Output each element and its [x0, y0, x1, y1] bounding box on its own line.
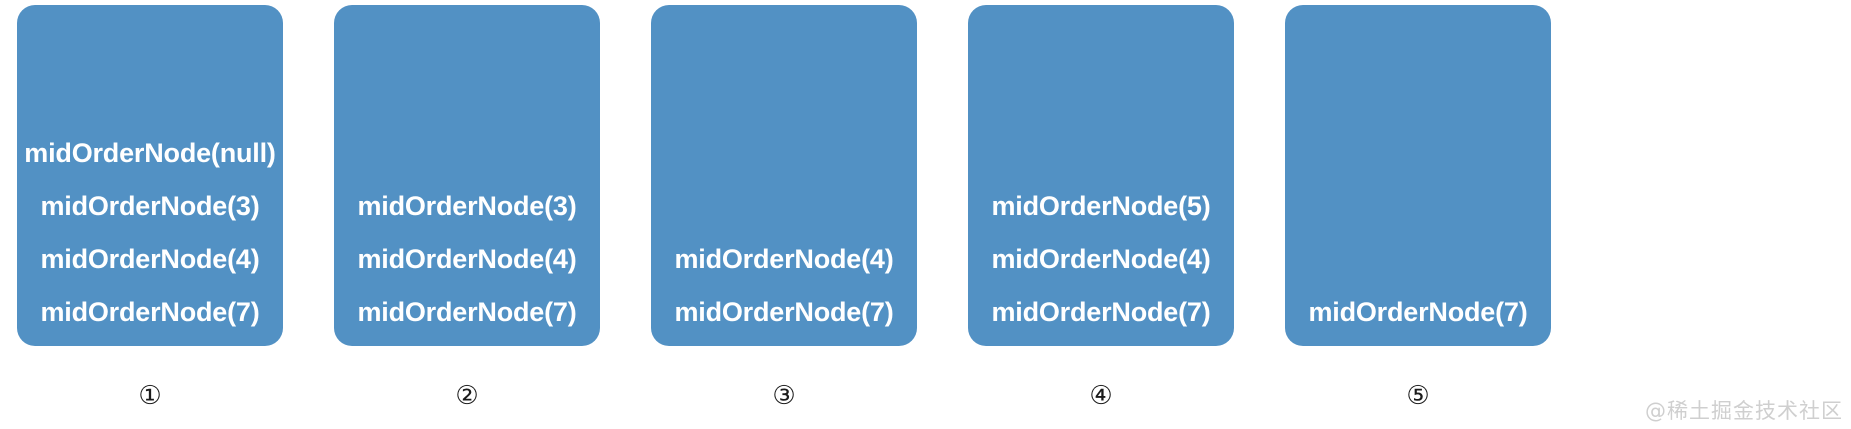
step-column-2: midOrderNode(3) midOrderNode(4) midOrderNo…: [334, 0, 600, 429]
stack-frame-label: midOrderNode(3): [40, 191, 260, 221]
stack-frame-label: midOrderNode(null): [24, 138, 276, 168]
step-column-1: midOrderNode(null) midOrderNode(3) midOrde…: [17, 0, 283, 429]
step-number-label: ②: [455, 381, 479, 411]
call-stack-box: midOrderNode(5) midOrderNode(4) midOrderNo…: [968, 5, 1234, 346]
stack-frame-label: midOrderNode(7): [40, 297, 260, 327]
stack-frame-label: midOrderNode(5): [991, 191, 1211, 221]
step-number-label: ③: [772, 381, 796, 411]
watermark-text: @稀土掘金技术社区: [1645, 399, 1843, 423]
stack-frame-label: midOrderNode(4): [674, 244, 894, 274]
stack-frame-label: midOrderNode(3): [357, 191, 577, 221]
step-column-3: midOrderNode(4) midOrderNode(7) ③: [651, 0, 917, 429]
step-number-label: ④: [1089, 381, 1113, 411]
stack-frame-label: midOrderNode(7): [1308, 297, 1528, 327]
step-column-5: midOrderNode(7) ⑤: [1285, 0, 1551, 429]
stack-frame-label: midOrderNode(4): [357, 244, 577, 274]
call-stack-box: midOrderNode(null) midOrderNode(3) midOrde…: [17, 5, 283, 346]
stack-frame-label: midOrderNode(7): [991, 297, 1211, 327]
call-stack-box: midOrderNode(4) midOrderNode(7): [651, 5, 917, 346]
stack-frame-label: midOrderNode(7): [674, 297, 894, 327]
stack-frame-label: midOrderNode(4): [40, 244, 260, 274]
stack-frame-label: midOrderNode(7): [357, 297, 577, 327]
stack-frame-label: midOrderNode(4): [991, 244, 1211, 274]
step-number-label: ①: [138, 381, 162, 411]
call-stack-box: midOrderNode(3) midOrderNode(4) midOrderNo…: [334, 5, 600, 346]
step-column-4: midOrderNode(5) midOrderNode(4) midOrderNo…: [968, 0, 1234, 429]
call-stack-box: midOrderNode(7): [1285, 5, 1551, 346]
step-number-label: ⑤: [1406, 381, 1430, 411]
